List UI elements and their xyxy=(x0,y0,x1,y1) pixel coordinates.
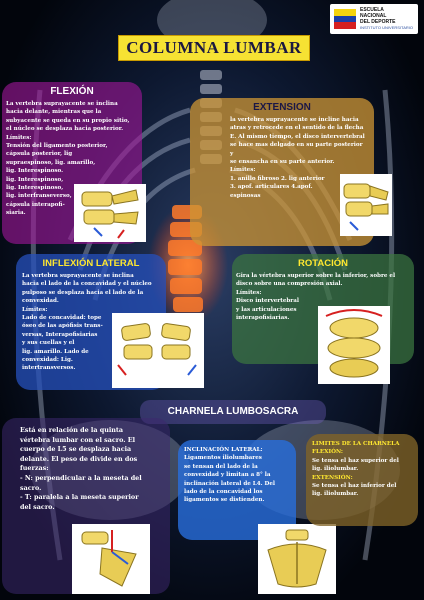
extension-title: EXTENSION xyxy=(253,102,311,113)
rotacion-line: interapofisiarias. xyxy=(236,315,290,322)
rotacion-title: ROTACIÓN xyxy=(298,258,348,269)
inflexion-line: versas, Interapofisiarias xyxy=(22,331,98,338)
flexion-line: supraespinoso, lig. amarillo, xyxy=(6,159,96,166)
page-title: COLUMNA LUMBAR xyxy=(118,35,310,61)
flexion-vertebra-illustration xyxy=(74,184,146,242)
flexion-line: cápsula interapofi- xyxy=(6,201,65,208)
charnela-line: vértebra lumbar con el sacro. El xyxy=(20,435,136,444)
rotacion-line: y las articulaciones xyxy=(236,306,297,313)
flexion-line: el núcleo se desplaza hacia posterior. xyxy=(6,126,124,133)
rotacion-vertebra-illustration xyxy=(318,306,390,384)
flexion-line: lig. Interespinoso, xyxy=(6,185,64,192)
flexion-line: Tensión del ligamento posterior, xyxy=(6,143,108,150)
flexion-line: lig. Interespinoso. xyxy=(6,168,64,175)
rotacion-line: disco sobre una compresión axial. xyxy=(236,281,343,288)
inflexion-line: lig. amarillo. Lado de xyxy=(22,348,89,355)
logo-name-line1: ESCUELA xyxy=(360,7,384,13)
flexion-line: siaria. xyxy=(6,210,26,217)
charnela-sacrum-illustration xyxy=(72,524,150,594)
charnela-line: del sacro. xyxy=(20,502,55,511)
inflexion-line: Lado de concavidad: tope xyxy=(22,315,102,322)
extension-text: la vertebra suprayacente se incline haci… xyxy=(190,113,374,200)
limites-line: lig. iliolumbar. xyxy=(312,491,359,498)
charnela-line: cuerpo de L5 se desplaza hacia xyxy=(20,445,132,454)
inflexion-line: hacia el lado de la concavidad y el núcl… xyxy=(22,281,152,288)
charnela-line: delante. El peso de divide en dos xyxy=(20,454,138,463)
inclinacion-line: convexidad y limitan a 8° la xyxy=(184,472,271,479)
inflexion-line: La vertebra suprayacente se inclina xyxy=(22,273,134,279)
charnela-line: sacro. xyxy=(20,483,42,492)
limites-text: LIMITES DE LA CHARNELA FLEXIÓN: Se tensa… xyxy=(306,434,418,499)
flexion-line: hacia delante, mientras que la xyxy=(6,109,102,116)
extension-vertebra-illustration xyxy=(340,174,392,236)
inflexion-text: La vertebra suprayacente se inclina haci… xyxy=(16,269,166,373)
flexion-line: lig. interfranseverso, xyxy=(6,193,72,200)
rotacion-text: Gira la vértebra superior sobre la infer… xyxy=(232,269,414,322)
flexion-title: FLEXIÓN xyxy=(50,86,94,97)
inflexion-title: INFLEXIÓN LATERAL xyxy=(42,258,140,269)
charnela-line: - T: paralela a la meseta superior xyxy=(20,493,139,502)
charnela-title: CHARNELA LUMBOSACRA xyxy=(167,406,299,417)
extension-line: la vertebra suprayacente se incline haci… xyxy=(230,117,359,123)
logo-subtitle: INSTITUTO UNIVERSITARIO xyxy=(360,25,413,30)
flexion-line: cápsula posterior, lig xyxy=(6,151,73,158)
extension-line: Límites: xyxy=(230,167,256,174)
limites-line: Se tensa el haz superior del xyxy=(312,457,399,464)
flexion-line: lig. Interespinoso, xyxy=(6,176,64,183)
inclinacion-line: inclinación lateral de L4. Del xyxy=(184,480,276,487)
inflexion-line: y sus cuellas y el xyxy=(22,340,75,347)
inflexion-line: convexidad: Lig. xyxy=(22,357,73,364)
panel-inclinacion-lateral: INCLINACIÓN LATERAL: Ligamentos iliolumb… xyxy=(178,440,296,540)
charnela-line: Está en relación de la quinta xyxy=(20,426,124,434)
limites-line: lig. iliolumbar. xyxy=(312,466,359,473)
inclinacion-line: ligamentos se distienden. xyxy=(184,497,265,504)
flag-icon xyxy=(334,9,356,30)
inflexion-line: óseo de las apófisis trans- xyxy=(22,323,103,330)
extension-line: 3. apof. articulares 4.apof. xyxy=(230,184,313,191)
rotacion-line: Disco intervertebral xyxy=(236,298,299,305)
extension-line: 1. anillo fibroso 2. lig anterior xyxy=(230,175,325,182)
inflexion-line: Límites: xyxy=(22,306,48,313)
inclinacion-line: se tensan del lado de la xyxy=(184,463,258,470)
limites-line: FLEXIÓN: xyxy=(312,449,343,456)
limites-line: LIMITES DE LA CHARNELA xyxy=(312,441,400,447)
inflexion-line: intertransversos. xyxy=(22,365,76,372)
extension-line: se hace mas delgado en su parte posterio… xyxy=(230,142,363,157)
rotacion-line: Límites: xyxy=(236,289,262,296)
logo-name-line2: NACIONAL xyxy=(360,13,387,19)
inflexion-line: convexidad. xyxy=(22,298,59,305)
extension-line: E. Al mismo tiempo, el disco interverteb… xyxy=(230,133,365,140)
inclinacion-line: Ligamentos iliolumbares xyxy=(184,455,262,462)
limites-line: EXTENSIÓN: xyxy=(312,474,353,481)
limites-line: Se tensa el haz inferior del xyxy=(312,483,397,490)
rotacion-line: Gira la vértebra superior sobre la infer… xyxy=(236,273,396,279)
inflexion-line: pulposo se desplaza hacia el lado de la xyxy=(22,289,144,296)
extension-line: atras y retrocede en el sentido de la fl… xyxy=(230,125,364,132)
inflexion-vertebra-illustration xyxy=(112,313,204,388)
inclinacion-line: INCLINACIÓN LATERAL: xyxy=(184,447,263,453)
extension-line: se ensancha en su parte anterior. xyxy=(230,159,335,166)
charnela-text: Está en relación de la quinta vértebra l… xyxy=(2,418,170,512)
charnela-header: CHARNELA LUMBOSACRA xyxy=(140,400,326,424)
flexion-text: La vertebra suprayacente se inclina haci… xyxy=(2,97,142,218)
extension-line: espinosas xyxy=(230,192,261,199)
logo-name-line3: DEL DEPORTE xyxy=(360,19,396,25)
charnela-line: - N: perpendicular a la meseta del xyxy=(20,473,142,482)
flexion-line: La vertebra suprayacente se inclina xyxy=(6,101,118,107)
inclinacion-line: lado de la concavidad los xyxy=(184,489,263,496)
inclinacion-text: INCLINACIÓN LATERAL: Ligamentos iliolumb… xyxy=(178,440,296,505)
panel-limites-charnela: LIMITES DE LA CHARNELA FLEXIÓN: Se tensa… xyxy=(306,434,418,526)
flexion-line: Límites: xyxy=(6,134,32,141)
school-logo: ESCUELA NACIONAL DEL DEPORTE INSTITUTO U… xyxy=(330,4,418,34)
charnela-line: fuerzas: xyxy=(20,464,49,473)
flexion-line: subyacente se queda en su propio sitio, xyxy=(6,117,130,124)
inclinacion-pelvis-illustration xyxy=(258,524,336,594)
